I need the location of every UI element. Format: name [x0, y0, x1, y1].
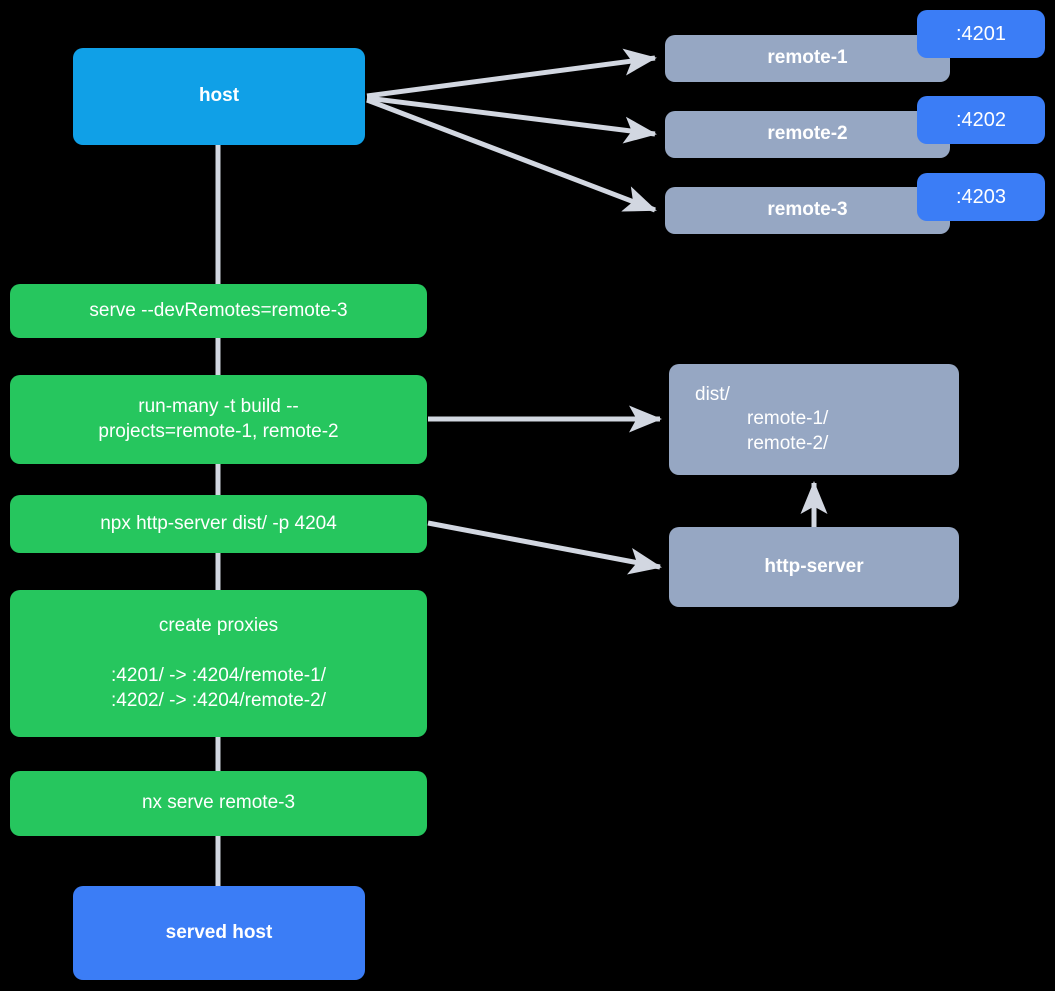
command-create-proxies[interactable]: create proxies :4201/ -> :4204/remote-1/…	[10, 590, 427, 737]
node-remote-1[interactable]: remote-1	[665, 35, 950, 82]
node-served-host[interactable]: served host	[73, 886, 365, 980]
node-remote-1-label: remote-1	[767, 47, 848, 69]
dist-folder-remote-2: remote-2/	[747, 432, 829, 454]
command-npx-http-server-label: npx http-server dist/ -p 4204	[100, 512, 337, 534]
create-proxies-mapping-2: :4202/ -> :4204/remote-2/	[111, 689, 326, 711]
edge-host-to-remote-3	[366, 97, 657, 213]
node-remote-2-label: remote-2	[767, 123, 848, 145]
node-remote-3-label: remote-3	[767, 199, 848, 221]
dist-folder-root: dist/	[695, 384, 730, 406]
edge-host-to-remote-1	[366, 48, 657, 99]
node-served-host-label: served host	[165, 921, 273, 943]
command-serve-dev-remotes[interactable]: serve --devRemotes=remote-3	[10, 284, 427, 338]
node-host-label: host	[198, 85, 240, 107]
node-dist-folder[interactable]: dist/ remote-1/ remote-2/	[669, 364, 959, 475]
port-badge-remote-1[interactable]: :4201	[917, 10, 1045, 58]
command-serve-dev-remotes-label: serve --devRemotes=remote-3	[89, 299, 348, 321]
edge-npx-to-http-server	[427, 520, 662, 575]
port-badge-remote-3-label: :4203	[955, 185, 1007, 208]
command-run-many-build[interactable]: run-many -t build -- projects=remote-1, …	[10, 375, 427, 464]
edge-host-to-remote-2	[366, 95, 657, 144]
node-http-server[interactable]: http-server	[669, 527, 959, 607]
port-badge-remote-3[interactable]: :4203	[917, 173, 1045, 221]
command-npx-http-server[interactable]: npx http-server dist/ -p 4204	[10, 495, 427, 553]
port-badge-remote-2[interactable]: :4202	[917, 96, 1045, 144]
node-host[interactable]: host	[73, 48, 365, 145]
command-create-proxies-title: create proxies	[158, 615, 279, 637]
port-badge-remote-1-label: :4201	[955, 22, 1007, 45]
command-run-many-build-label: run-many -t build -- projects=remote-1, …	[98, 396, 339, 442]
node-http-server-label: http-server	[764, 555, 864, 577]
dist-folder-remote-1: remote-1/	[747, 408, 829, 430]
command-nx-serve-remote-3[interactable]: nx serve remote-3	[10, 771, 427, 836]
create-proxies-mapping-1: :4201/ -> :4204/remote-1/	[111, 665, 326, 687]
node-remote-3[interactable]: remote-3	[665, 187, 950, 234]
node-remote-2[interactable]: remote-2	[665, 111, 950, 158]
port-badge-remote-2-label: :4202	[955, 108, 1007, 131]
command-nx-serve-remote-3-label: nx serve remote-3	[141, 792, 296, 814]
